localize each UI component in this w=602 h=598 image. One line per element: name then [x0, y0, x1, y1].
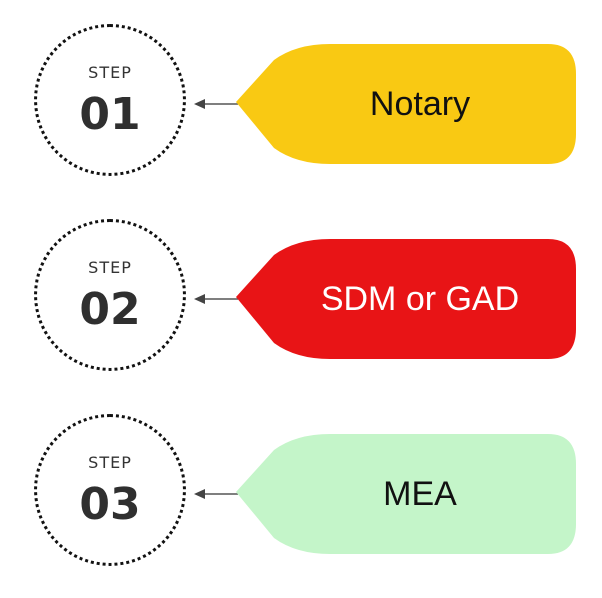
step-number-3: 03	[79, 479, 141, 530]
tag-shape-2	[236, 239, 576, 359]
tag-shape-3	[236, 434, 576, 554]
step-label-1: STEP	[88, 63, 132, 82]
step-row-2: STEP 02 SDM or GAD	[0, 219, 602, 379]
step-circle-2: STEP 02	[34, 219, 186, 371]
connector-arrow-2	[194, 294, 238, 304]
tag-1: Notary	[234, 44, 576, 164]
tag-body-2	[236, 239, 576, 359]
tag-body-3	[236, 434, 576, 554]
tag-label-1: Notary	[369, 85, 471, 123]
connector-arrow-1	[194, 99, 238, 109]
connector-arrow-3	[194, 489, 238, 499]
step-number-1: 01	[79, 89, 141, 140]
step-circle-1: STEP 01	[34, 24, 186, 176]
step-label-3: STEP	[88, 453, 132, 472]
tag-shape-1	[236, 44, 576, 164]
tag-body-1	[236, 44, 576, 164]
tag-2: SDM or GAD	[234, 239, 576, 359]
tag-label-3: MEA	[383, 475, 457, 513]
tag-3: MEA	[234, 434, 576, 554]
step-circle-3: STEP 03	[34, 414, 186, 566]
step-row-3: STEP 03 MEA	[0, 414, 602, 574]
step-number-2: 02	[79, 284, 141, 335]
step-label-2: STEP	[88, 258, 132, 277]
step-row-1: STEP 01 Notary	[0, 24, 602, 184]
tag-label-2: SDM or GAD	[320, 280, 520, 318]
